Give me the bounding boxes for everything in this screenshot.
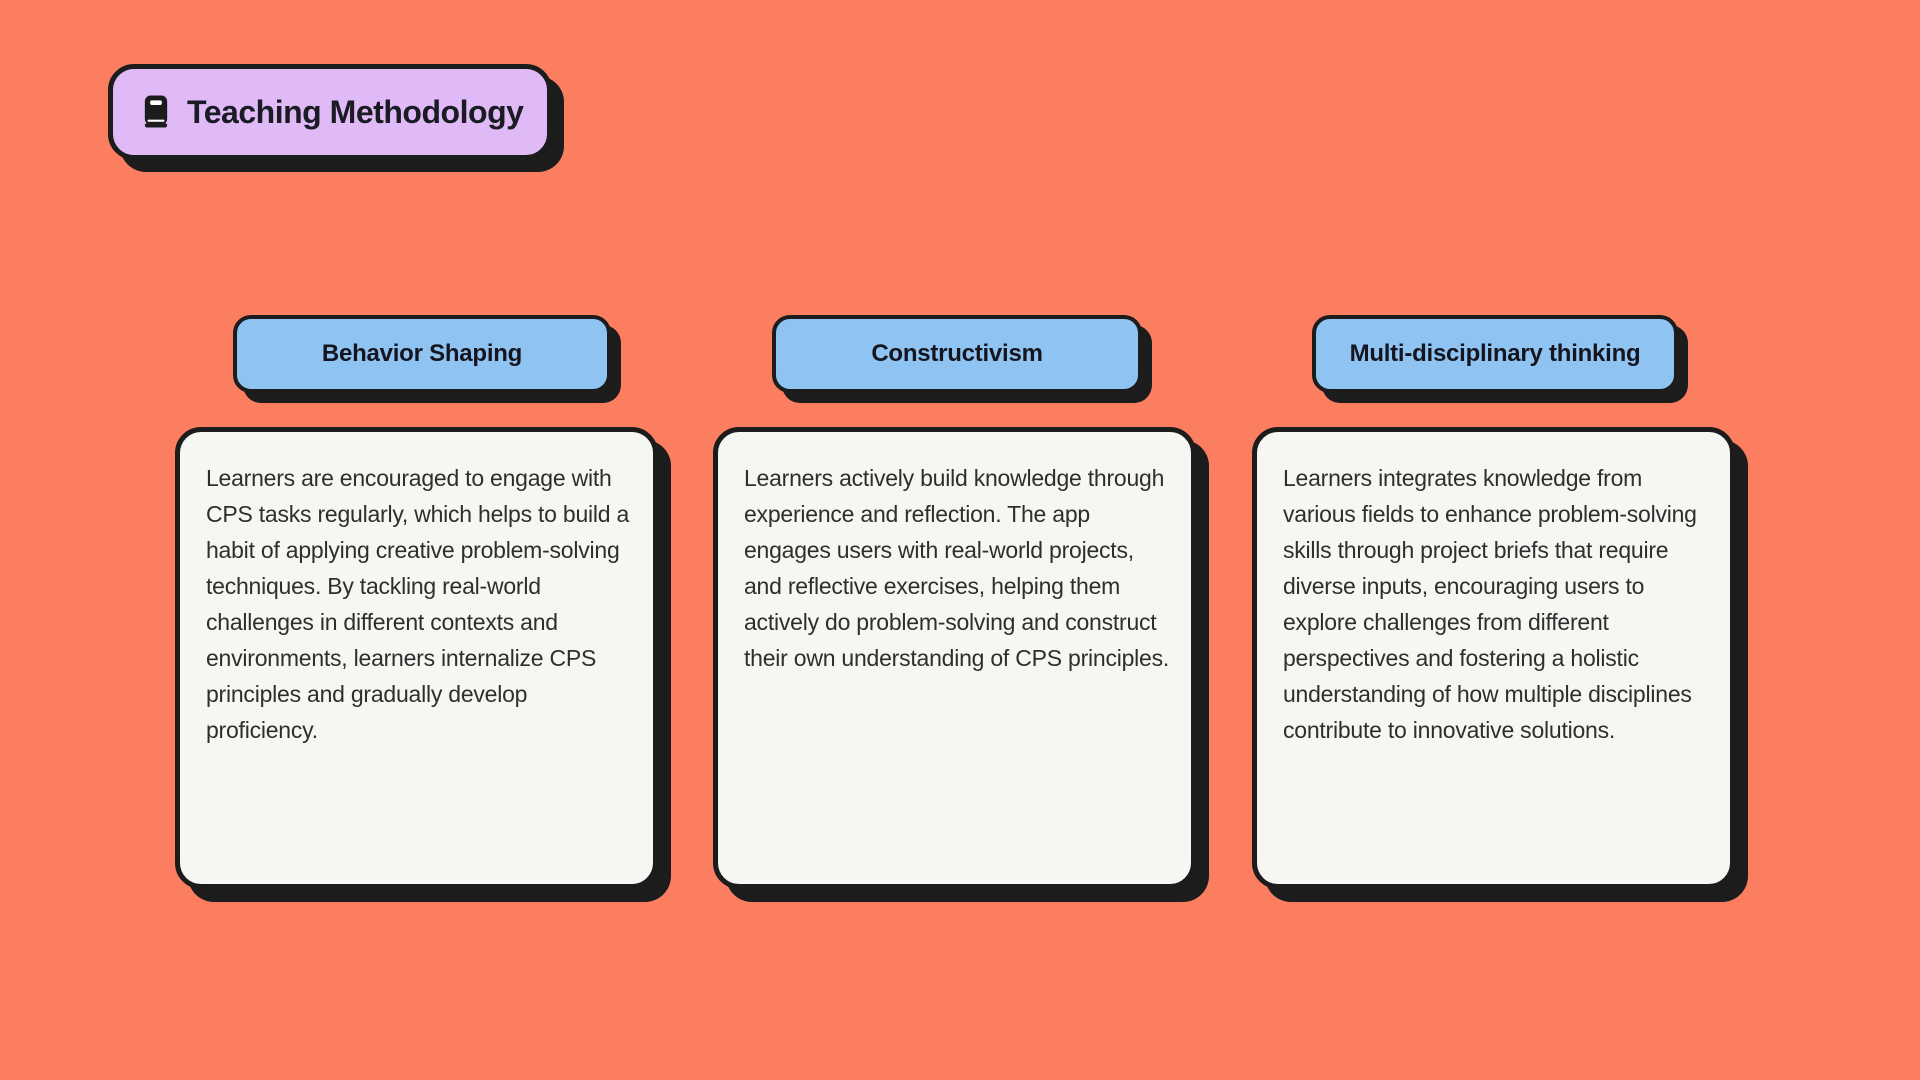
section-title-badge[interactable]: Teaching Methodology [108, 64, 552, 160]
card-text: Learners actively build knowledge throug… [744, 465, 1170, 671]
column-header-behavior-shaping[interactable]: Behavior Shaping [233, 315, 611, 393]
section-title-label: Teaching Methodology [187, 93, 524, 130]
column-card-multi-disciplinary-thinking[interactable]: Learners integrates knowledge from vario… [1252, 427, 1735, 889]
column-header-constructivism[interactable]: Constructivism [772, 315, 1142, 393]
column-header-label: Multi-disciplinary thinking [1349, 340, 1641, 367]
column-card-constructivism[interactable]: Learners actively build knowledge throug… [713, 427, 1196, 889]
book-icon [143, 95, 169, 129]
column-card-behavior-shaping[interactable]: Learners are encouraged to engage with C… [175, 427, 658, 889]
column-header-label: Constructivism [871, 340, 1043, 367]
column-header-multi-disciplinary-thinking[interactable]: Multi-disciplinary thinking [1312, 315, 1678, 393]
column-header-label: Behavior Shaping [321, 340, 523, 367]
card-text: Learners integrates knowledge from vario… [1283, 465, 1697, 743]
card-text: Learners are encouraged to engage with C… [206, 465, 630, 743]
